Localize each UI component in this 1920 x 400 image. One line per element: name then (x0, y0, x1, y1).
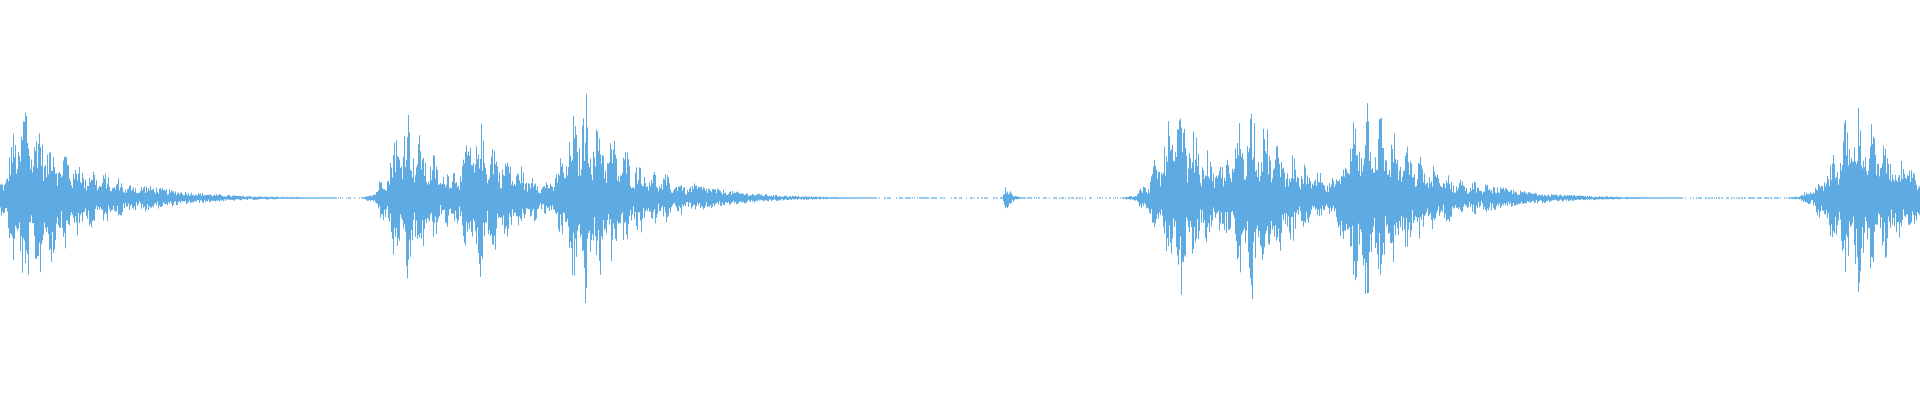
waveform-samples (0, 93, 1920, 303)
waveform-path (0, 93, 1920, 303)
